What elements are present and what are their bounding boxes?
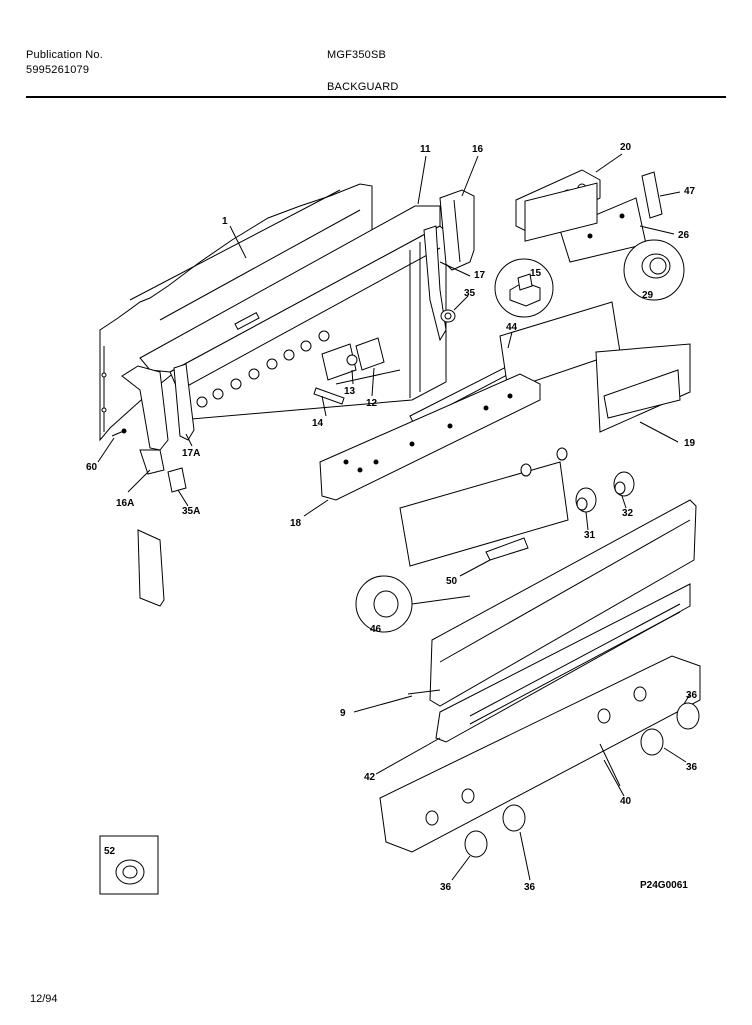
part-47-bracket bbox=[641, 171, 663, 219]
callout-36-d: 36 bbox=[524, 882, 536, 893]
part-29-knob-detail bbox=[623, 239, 685, 301]
part-15-detail-circle bbox=[494, 258, 554, 318]
model-number: MGF350SB bbox=[327, 49, 387, 61]
part-19-control-panel bbox=[499, 182, 691, 433]
callout-13: 13 bbox=[344, 386, 356, 397]
section-title: BACKGUARD bbox=[327, 81, 399, 93]
callout-42: 42 bbox=[364, 772, 376, 783]
callout-labels: 1 11 16 20 47 26 15 17 35 29 44 13 12 14… bbox=[86, 142, 698, 893]
part-9-trim bbox=[407, 499, 697, 707]
callout-50: 50 bbox=[446, 576, 458, 587]
header-rule bbox=[26, 96, 726, 98]
callout-26: 26 bbox=[678, 230, 690, 241]
part-16-end-cap bbox=[439, 189, 475, 271]
callout-16: 16 bbox=[472, 144, 484, 155]
part-40-manifold-panel bbox=[379, 655, 701, 853]
callout-60: 60 bbox=[86, 462, 98, 473]
part-18-mounting-plate bbox=[319, 373, 541, 501]
callout-40: 40 bbox=[620, 796, 632, 807]
callout-14: 14 bbox=[312, 418, 324, 429]
callout-35A: 35A bbox=[182, 506, 200, 517]
part-50-bezel bbox=[399, 461, 569, 567]
part-17-side-bracket bbox=[423, 225, 447, 342]
callout-36-a: 36 bbox=[686, 690, 698, 701]
part-46-knob-detail bbox=[355, 575, 471, 633]
callout-29: 29 bbox=[642, 290, 654, 301]
callout-44: 44 bbox=[506, 322, 518, 333]
callout-47: 47 bbox=[684, 186, 696, 197]
callout-36-c: 36 bbox=[440, 882, 452, 893]
publication-label: Publication No. bbox=[26, 49, 103, 61]
callout-35: 35 bbox=[464, 288, 476, 299]
callout-11: 11 bbox=[420, 144, 431, 155]
part-32-knob bbox=[556, 447, 635, 497]
callout-46: 46 bbox=[370, 624, 382, 635]
callout-18: 18 bbox=[290, 518, 302, 529]
part-31-knob bbox=[520, 463, 597, 513]
callout-17A: 17A bbox=[182, 448, 200, 459]
callout-17: 17 bbox=[474, 270, 486, 281]
part-36-knobs bbox=[464, 702, 700, 858]
callout-16A: 16A bbox=[116, 498, 134, 509]
callout-9: 9 bbox=[340, 708, 346, 719]
part-17A-bracket bbox=[173, 363, 195, 441]
drawing-id: P24G0061 bbox=[640, 880, 688, 891]
part-14-igniter bbox=[313, 387, 345, 405]
part-52-detail-box bbox=[99, 835, 159, 895]
callout-36-b: 36 bbox=[686, 762, 698, 773]
part-35-grommet bbox=[440, 309, 456, 323]
callout-15: 15 bbox=[530, 268, 542, 279]
part-42-vent bbox=[435, 583, 691, 743]
footer-date: 12/94 bbox=[30, 993, 58, 1005]
part-16A-end-cap bbox=[121, 365, 169, 607]
part-60-screw bbox=[111, 428, 127, 437]
part-35A-clip bbox=[167, 467, 187, 493]
callout-1: 1 bbox=[222, 216, 228, 227]
callout-31: 31 bbox=[584, 530, 596, 541]
callout-32: 32 bbox=[622, 508, 634, 519]
leader-lines bbox=[97, 153, 691, 881]
publication-number: 5995261079 bbox=[26, 64, 90, 76]
callout-12: 12 bbox=[366, 398, 378, 409]
callout-52: 52 bbox=[104, 846, 116, 857]
callout-20: 20 bbox=[620, 142, 632, 153]
part-12-13-switch-assembly bbox=[321, 337, 401, 385]
part-11-backguard-frame bbox=[139, 205, 447, 421]
callout-19: 19 bbox=[684, 438, 696, 449]
